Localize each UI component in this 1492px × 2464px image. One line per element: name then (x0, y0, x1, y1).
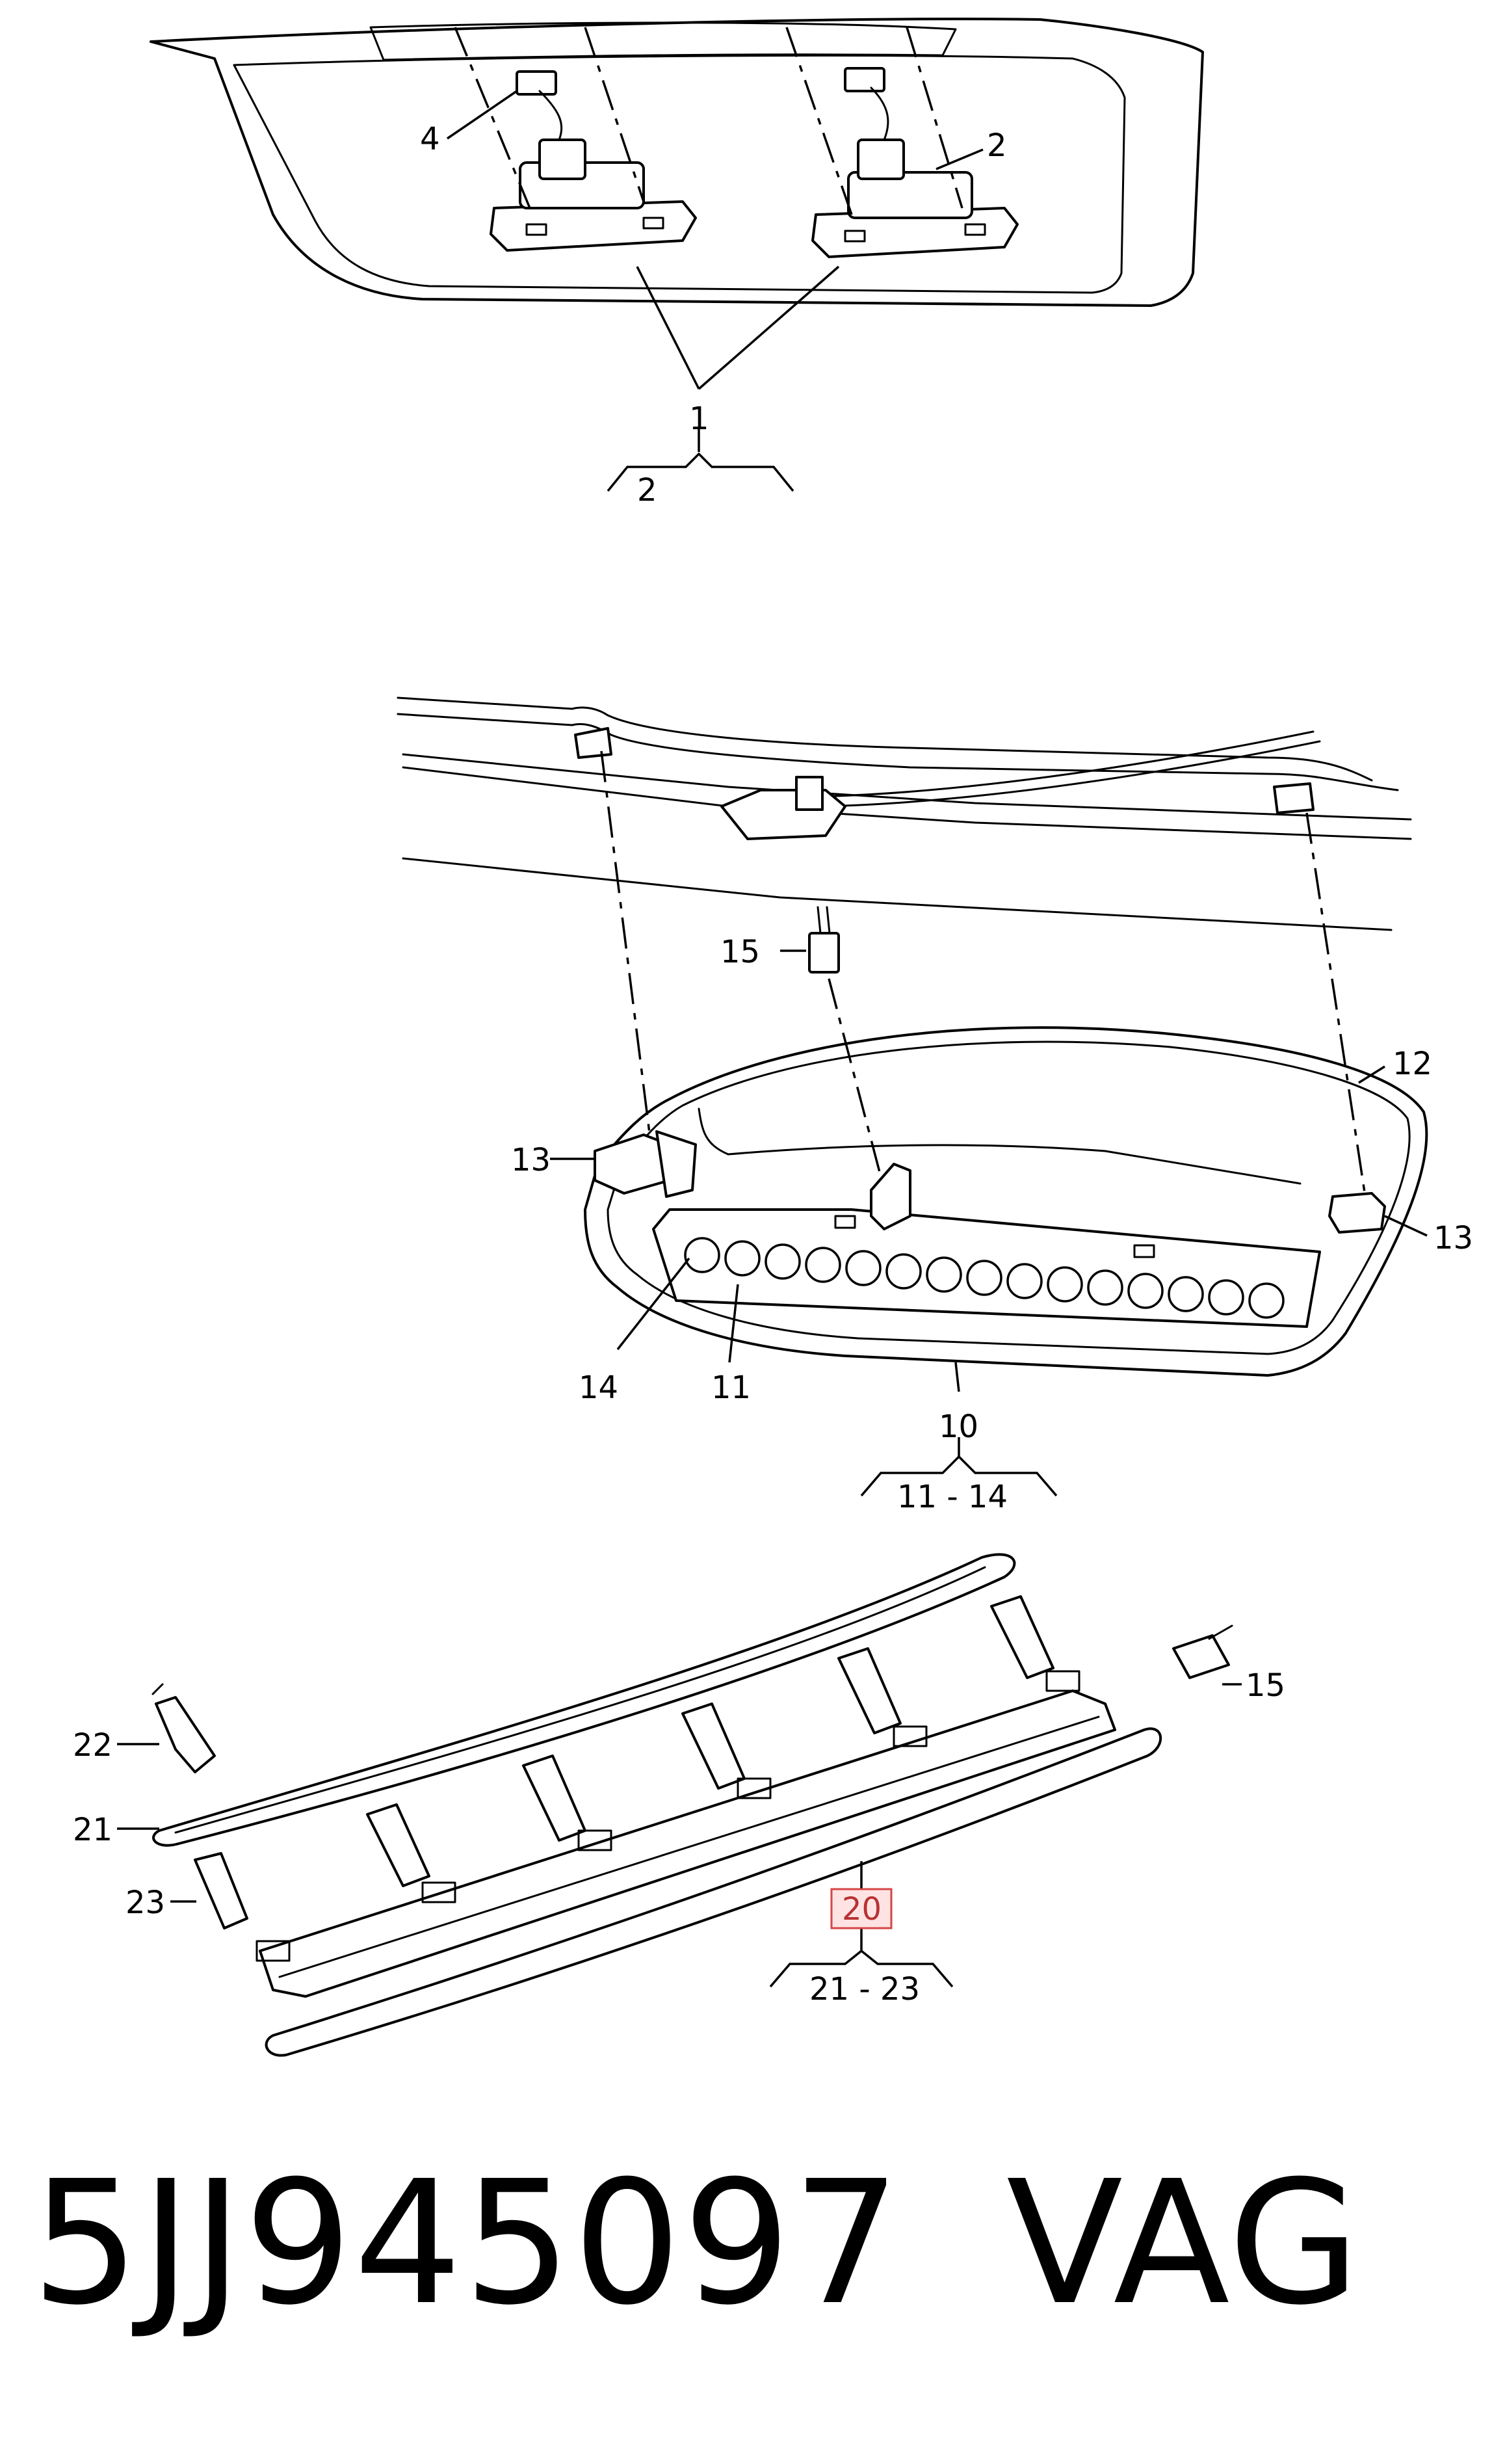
lamp-left (490, 70, 697, 252)
callout-12: 12 (1393, 1046, 1432, 1082)
range-1: 2 (637, 472, 657, 509)
callout-20: 20 (842, 1891, 882, 1927)
connector-lower (1172, 1634, 1230, 1679)
callout-21: 21 (73, 1812, 112, 1848)
callout-11: 11 (711, 1370, 751, 1406)
callout-22: 22 (73, 1727, 112, 1764)
callout-1: 1 (689, 401, 709, 437)
callout-2: 2 (987, 127, 1007, 164)
callout-13-right: 13 (1433, 1220, 1473, 1256)
callout-15-lower: 15 (1246, 1667, 1285, 1704)
roof-lamp-assembly: 4 2 1 2 (150, 18, 1204, 509)
light-bar-lens (265, 1727, 1162, 2057)
fastener (155, 1696, 216, 1773)
roof-light-recess (369, 21, 957, 61)
callout-4: 4 (420, 121, 440, 157)
seal-strip (152, 1553, 1016, 1847)
callout-14: 14 (579, 1370, 618, 1406)
roof-outer-contour (150, 18, 1204, 307)
connector-socket (870, 1163, 911, 1230)
light-bar-assembly: 22 21 23 15 20 21 - 23 (73, 1553, 1285, 2057)
clip-right (1328, 1192, 1386, 1234)
brake-light-housing-assembly: 15 12 13 13 14 11 10 11 - 14 (397, 696, 1473, 1515)
callout-23: 23 (125, 1885, 165, 1921)
range-20: 21 - 23 (809, 1971, 920, 2007)
callout-13-left: 13 (511, 1142, 551, 1178)
callout-10: 10 (939, 1409, 978, 1445)
mounting-clips (194, 1595, 1080, 1962)
highlight-box-20 (830, 1888, 893, 1929)
part-number-caption: 5JJ945097 (31, 2144, 902, 2342)
brand-caption: VAG (1006, 2144, 1362, 2342)
connector-upper (808, 932, 840, 974)
lamp-right (811, 67, 1019, 258)
range-10: 11 - 14 (897, 1479, 1008, 1515)
led-lenses (684, 1237, 1285, 1319)
roof-inner-contour (233, 54, 1126, 294)
callout-15: 15 (720, 934, 760, 970)
